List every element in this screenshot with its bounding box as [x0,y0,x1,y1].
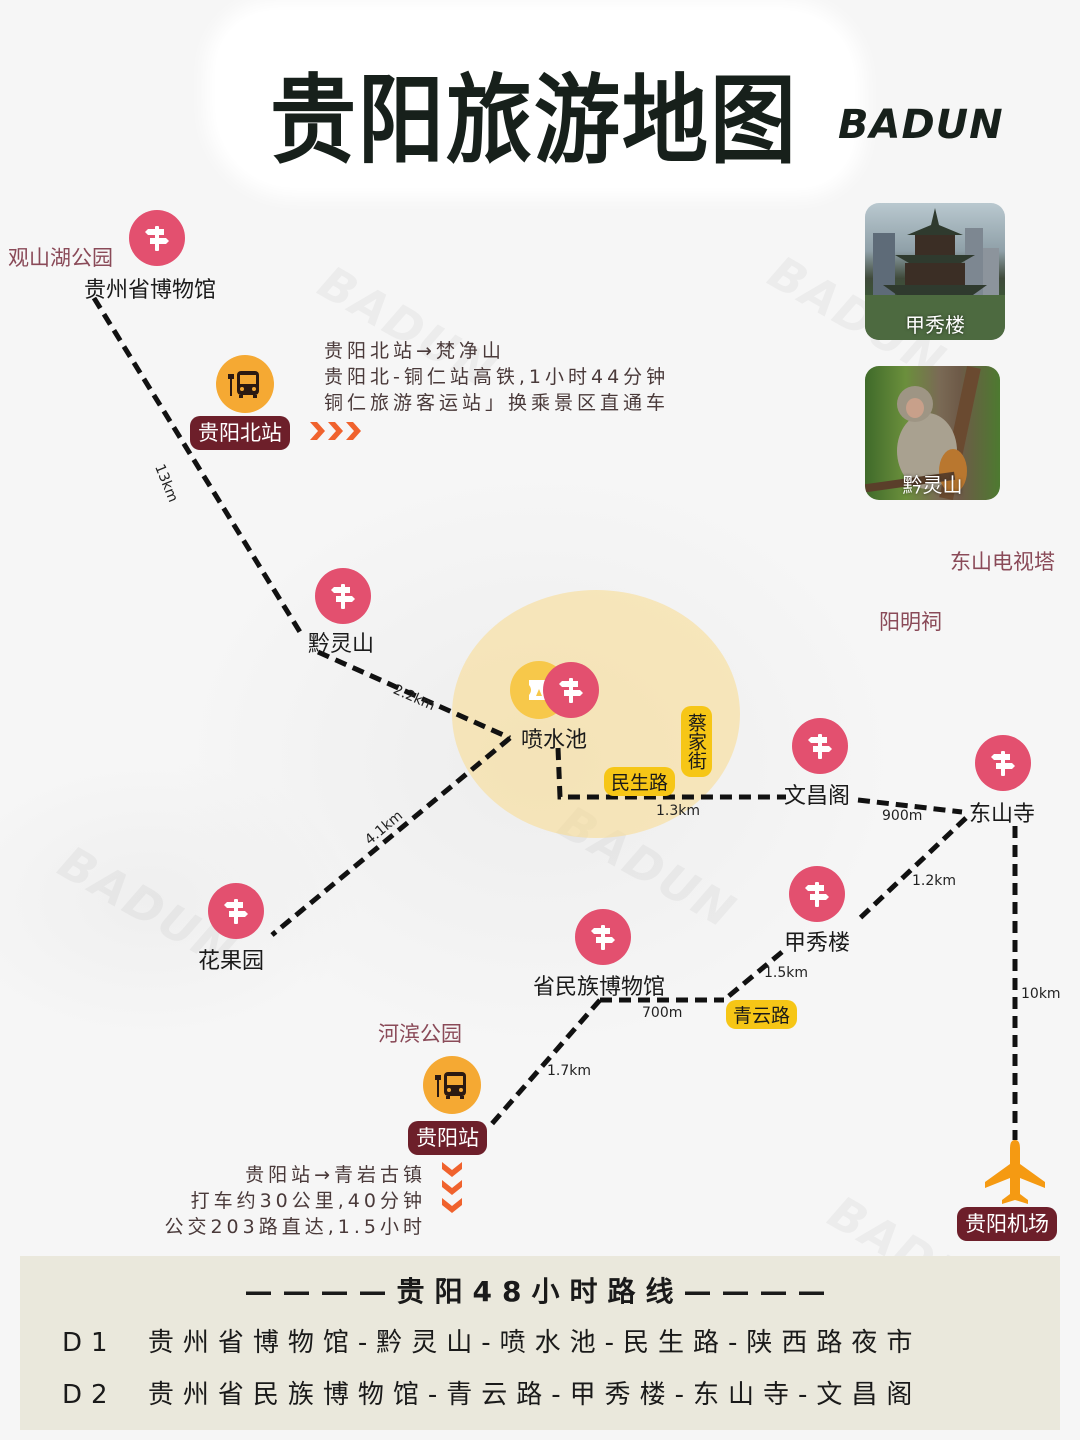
itinerary-panel: ————贵阳48小时路线———— D1 贵州省博物馆-黔灵山-喷水池-民生路-陕… [20,1256,1060,1430]
arrow-down-icon [442,1162,462,1213]
station-icon-north[interactable] [216,355,274,413]
photo-jiaxiu-lou[interactable]: 甲秀楼 [865,203,1005,340]
day-label: D1 [62,1328,117,1358]
station-badge-airport[interactable]: 贵阳机场 [957,1207,1057,1241]
arrow-right-icon [310,422,361,440]
signpost-icon [331,584,355,609]
route-penshui-huaguo [270,736,512,937]
signpost-icon [805,882,829,907]
attraction-pin-dongshan-si[interactable] [975,735,1031,791]
signpost-icon [591,925,615,950]
attraction-label[interactable]: 贵州省博物馆 [84,278,217,303]
note-line: 贵阳北-铜仁站高铁,1小时44分钟 [324,366,670,388]
road-tag-qingyun[interactable]: 青云路 [726,1000,798,1029]
attraction-pin-guizhou-museum[interactable] [129,210,185,266]
attraction-label[interactable]: 省民族博物馆 [533,975,666,1000]
photo-caption: 黔灵山 [902,473,963,497]
poi-yangming-temple[interactable]: 阳明祠 [879,610,942,634]
signpost-icon [224,899,248,924]
route-museum-qianling [91,296,303,634]
route-penshui-wenchang [555,747,786,800]
attraction-pin-penshui-chi[interactable] [543,662,599,718]
poi-hebin-park[interactable]: 河滨公园 [378,1022,462,1046]
attraction-pin-ethnic-museum[interactable] [575,909,631,965]
distance-label: 10km [1021,986,1061,1002]
signpost-icon [559,678,583,703]
signpost-icon [991,751,1015,776]
road-tag-caijia[interactable]: 蔡家街 [681,706,712,777]
station-badge-guiyang[interactable]: 贵阳站 [408,1121,487,1155]
attraction-label[interactable]: 文昌阁 [784,784,851,809]
route-station-ethnic [488,998,602,1128]
attraction-label[interactable]: 喷水池 [521,728,588,753]
main-station-note: 贵阳站→青岩古镇 打车约30公里,40分钟 公交203路直达,1.5小时 [164,1162,426,1240]
itinerary-title: ————贵阳48小时路线———— [244,1275,836,1308]
note-line: 铜仁旅游客运站」换乘景区直通车 [324,392,670,414]
attraction-label[interactable]: 黔灵山 [308,632,375,657]
photo-caption: 甲秀楼 [905,313,965,337]
monkey-icon [865,366,981,500]
poi-guanshanhu-park[interactable]: 观山湖公园 [8,246,113,270]
bus-stop-icon [435,1072,466,1099]
photo-qianling-shan[interactable]: 黔灵山 [865,366,1000,500]
station-badge-guiyang-north[interactable]: 贵阳北站 [190,416,290,450]
signpost-icon [145,226,169,251]
signpost-icon [808,734,832,759]
north-station-note: 贵阳北站→梵净山 贵阳北-铜仁站高铁,1小时44分钟 铜仁旅游客运站」换乘景区直… [324,338,669,416]
attraction-pin-wenchang-ge[interactable] [792,718,848,774]
page-title: 贵阳旅游地图 [270,65,798,178]
bus-stop-icon [228,371,259,398]
distance-label: 1.2km [912,873,957,889]
attraction-pin-qianling-shan[interactable] [315,568,371,624]
day-route: 贵州省民族博物馆-青云路-甲秀楼-东山寺-文昌阁 [147,1380,922,1410]
distance-label: 1.3km [656,803,701,819]
attraction-pin-jiaxiu-lou[interactable] [789,866,845,922]
distance-label: 700m [642,1005,683,1021]
road-tag-minsheng[interactable]: 民生路 [604,767,676,796]
brand-logo: BADUN [838,102,1004,148]
note-line: 贵阳北站→梵净山 [324,340,505,362]
distance-label: 900m [882,808,923,824]
distance-label: 1.7km [547,1063,592,1079]
route-qianling-penshui [316,649,512,741]
attraction-label[interactable]: 甲秀楼 [784,931,851,956]
attraction-label[interactable]: 花果园 [198,949,265,974]
title-plate [215,10,855,188]
pavilion-icon [865,208,1005,340]
route-jiaxiu-qingyun [722,950,784,1002]
airplane-icon[interactable] [983,1138,1047,1206]
attraction-label[interactable]: 东山寺 [969,802,1036,827]
itinerary-day-2: D2 贵州省民族博物馆-青云路-甲秀楼-东山寺-文昌阁 [62,1374,921,1411]
day-route: 贵州省博物馆-黔灵山-喷水池-民生路-陕西路夜市 [147,1328,922,1358]
attraction-pin-huaguo-yuan[interactable] [208,883,264,939]
note-line: 公交203路直达,1.5小时 [164,1216,426,1238]
poi-dongshan-tv-tower[interactable]: 东山电视塔 [950,550,1055,574]
station-icon-main[interactable] [423,1056,481,1114]
route-dongshan-jiaxiu [856,816,968,922]
day-label: D2 [62,1380,117,1410]
route-wenchang-dongshan [857,797,963,815]
note-line: 贵阳站→青岩古镇 [245,1164,426,1186]
distance-label: 1.5km [764,965,809,981]
itinerary-day-1: D1 贵州省博物馆-黔灵山-喷水池-民生路-陕西路夜市 [62,1322,921,1359]
note-line: 打车约30公里,40分钟 [190,1190,426,1212]
